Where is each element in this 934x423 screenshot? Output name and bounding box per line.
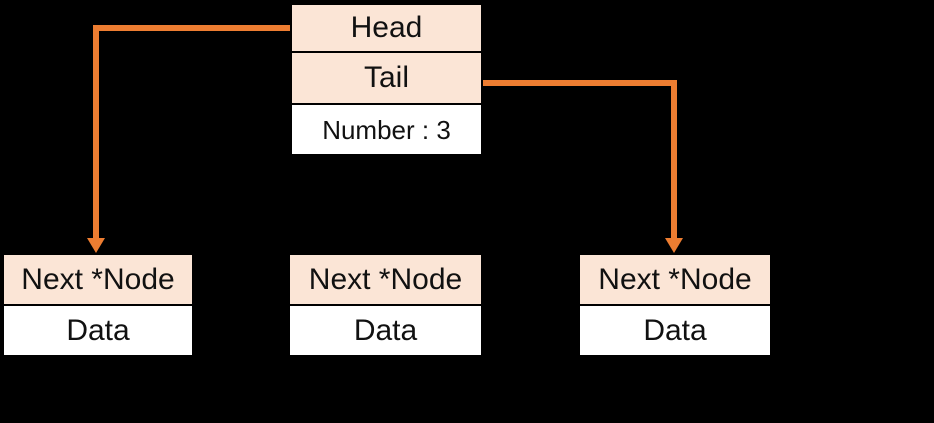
- node-box-3: Next *Node Data: [578, 253, 772, 357]
- node-box-2: Next *Node Data: [288, 253, 483, 357]
- head-arrowhead-icon: [87, 238, 105, 253]
- node-1-data-cell: Data: [2, 304, 194, 357]
- tail-arrowhead-icon: [665, 238, 683, 253]
- node-3-pointer-cell: Next *Node: [578, 253, 772, 306]
- node-1-pointer-cell: Next *Node: [2, 253, 194, 306]
- node-3-data-cell: Data: [578, 304, 772, 357]
- head-arrow-line: [93, 25, 290, 240]
- list-header-box: Head Tail Number : 3: [290, 3, 483, 156]
- head-cell: Head: [290, 3, 483, 53]
- number-cell: Number : 3: [290, 103, 483, 156]
- tail-pointer-arrow: [483, 80, 683, 253]
- node-2-pointer-cell: Next *Node: [288, 253, 483, 306]
- tail-arrow-line: [483, 80, 677, 240]
- node-box-1: Next *Node Data: [2, 253, 194, 357]
- node-2-data-cell: Data: [288, 304, 483, 357]
- head-pointer-arrow: [87, 25, 290, 253]
- tail-cell: Tail: [290, 51, 483, 105]
